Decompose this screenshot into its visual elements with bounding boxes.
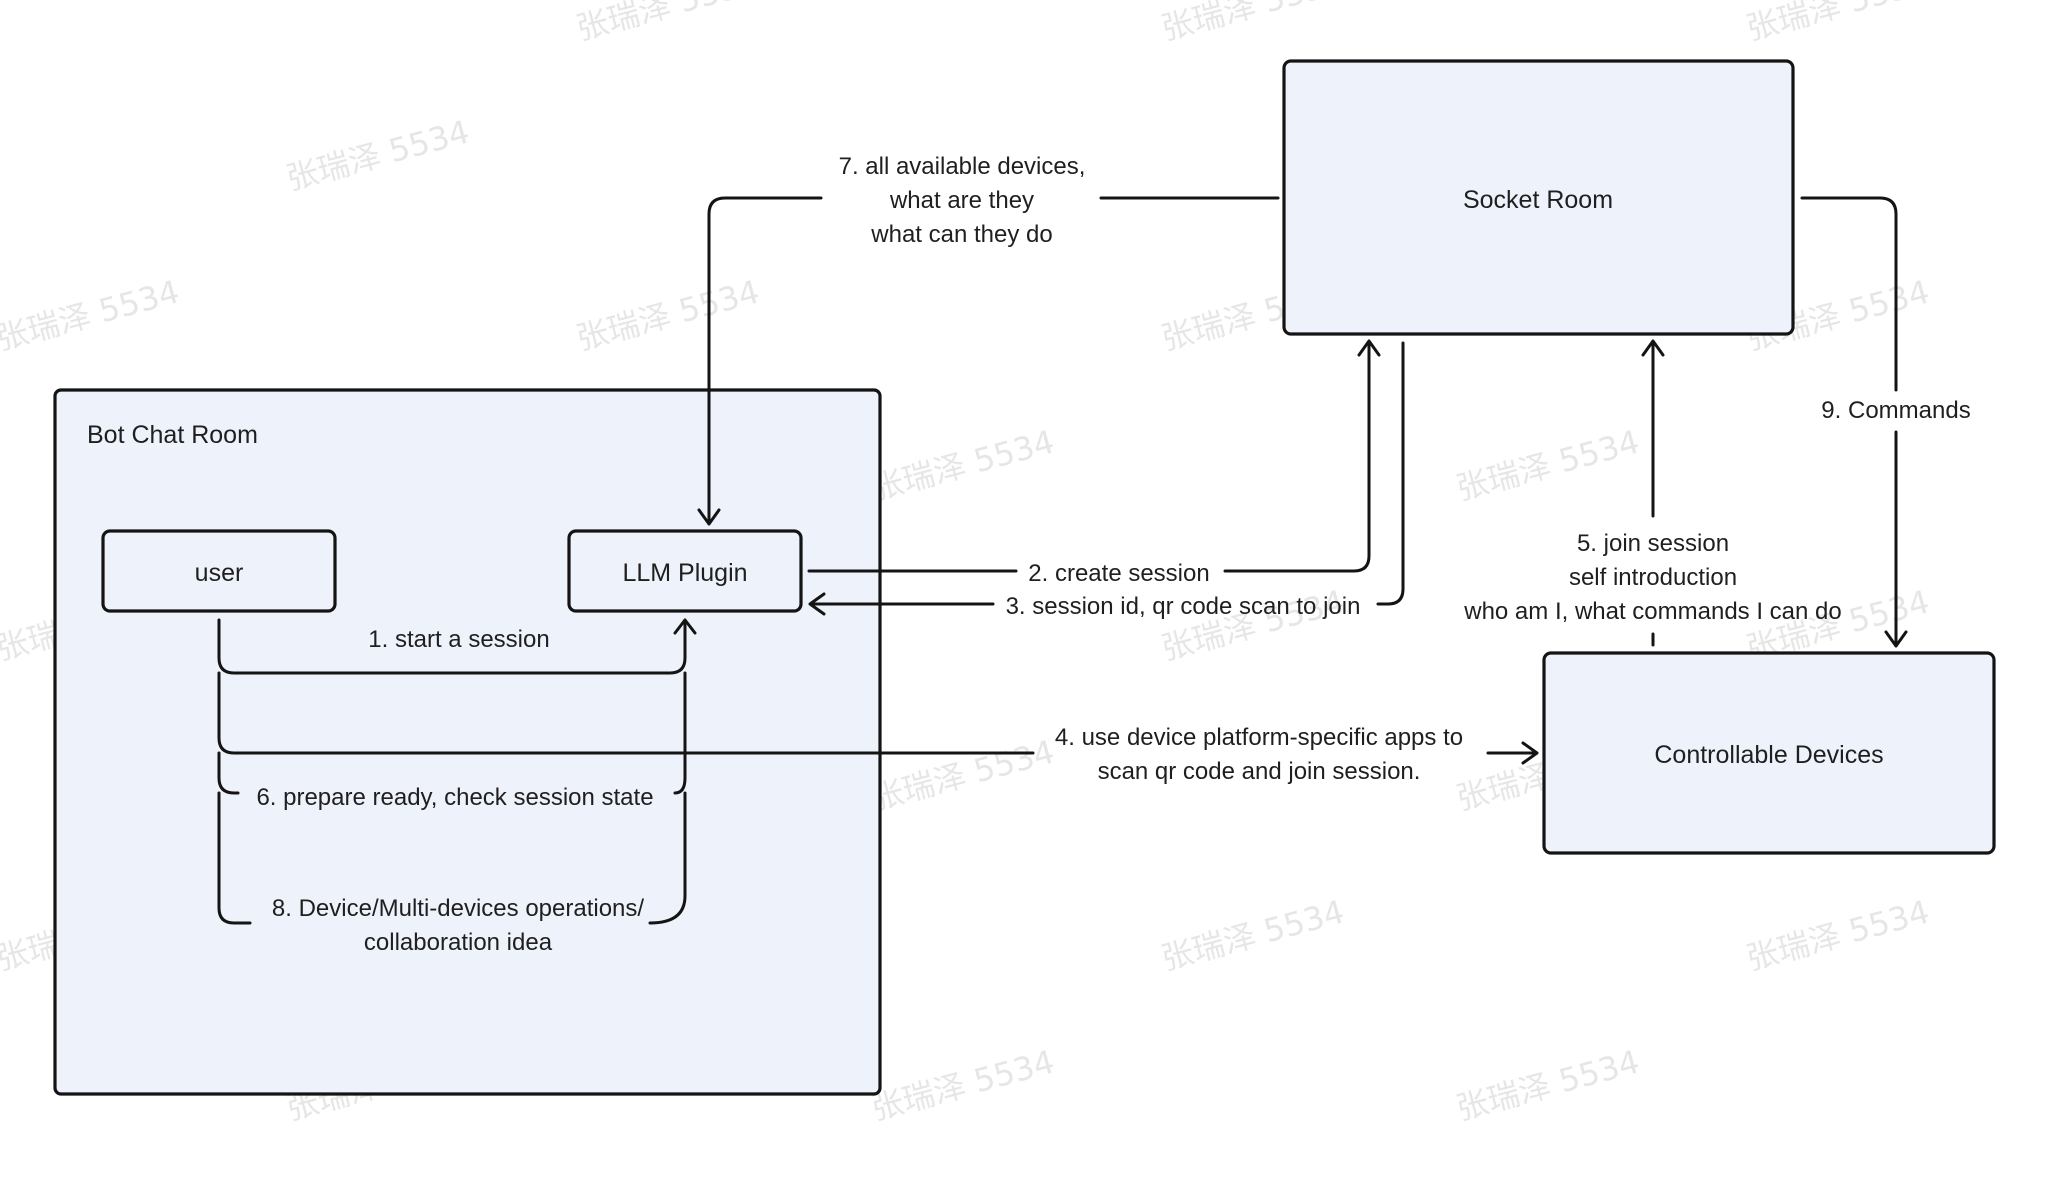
watermark: 张瑞泽 5534 [572,272,763,357]
step3-connector [1376,341,1405,606]
step5-label-line3: who am I, what commands I can do [1463,598,1842,625]
watermark: 张瑞泽 5534 [867,732,1058,817]
step5-label-line2: self introduction [1569,564,1737,591]
step5-label-line1: 5. join session [1577,530,1729,557]
step9-arrowhead [1884,630,1908,648]
watermark: 张瑞泽 5534 [1157,892,1348,977]
watermark: 张瑞泽 5534 [1157,0,1348,48]
controllable-devices-label: Controllable Devices [1654,741,1883,769]
step2-arrowhead [1357,339,1381,357]
step4-label-line1: 4. use device platform-specific apps to [1055,724,1463,751]
llm-plugin-box [567,529,803,613]
watermark: 张瑞泽 5534 [572,0,763,48]
step6-label: 6. prepare ready, check session state [256,784,653,811]
watermark: 张瑞泽 5534 [1742,0,1933,48]
step2-label: 2. create session [1028,560,1209,587]
step1-arrowhead [673,618,697,635]
user-label: user [195,559,244,587]
watermark: 张瑞泽 5534 [1452,422,1643,507]
step8-connector [217,791,252,925]
step7-label-line3: what can they do [870,221,1052,248]
step9-connector [1800,196,1898,392]
controllable-devices-box [1542,651,1996,855]
llm-plugin-label: LLM Plugin [622,559,747,587]
step2-connector [1223,341,1371,573]
socket-room-box [1282,59,1795,336]
step6-connector [217,751,240,795]
step4-connector [217,671,1035,755]
user-box [101,529,337,613]
step7-connector [707,196,823,524]
step7-label-line2: what are they [889,187,1034,214]
bot-chat-room-label: Bot Chat Room [87,421,258,449]
step7-label-line1: 7. all available devices, [839,153,1086,180]
step3-arrowhead [808,592,826,616]
step8-connector [648,791,687,925]
step1-connector [217,618,687,675]
step9-label: 9. Commands [1821,397,1970,424]
step1-label: 1. start a session [368,626,549,653]
socket-room-label: Socket Room [1463,186,1613,214]
watermark: 张瑞泽 5534 [1452,1042,1643,1127]
step8-label-line2: collaboration idea [364,929,553,956]
watermark: 张瑞泽 5534 [867,1042,1058,1127]
watermark: 张瑞泽 5534 [282,112,473,197]
step7-arrowhead [697,508,721,526]
step8-label-line1: 8. Device/Multi-devices operations/ [272,895,644,922]
step3-label: 3. session id, qr code scan to join [1006,593,1361,620]
step6-connector [673,671,687,795]
watermark: 张瑞泽 5534 [867,422,1058,507]
step4-label-line2: scan qr code and join session. [1098,758,1421,785]
step4-arrowhead [1521,741,1539,765]
step5-arrowhead [1641,339,1665,357]
watermark: 张瑞泽 5534 [1742,892,1933,977]
bot-chat-room-box [53,388,882,1096]
watermark: 张瑞泽 5534 [0,272,183,357]
